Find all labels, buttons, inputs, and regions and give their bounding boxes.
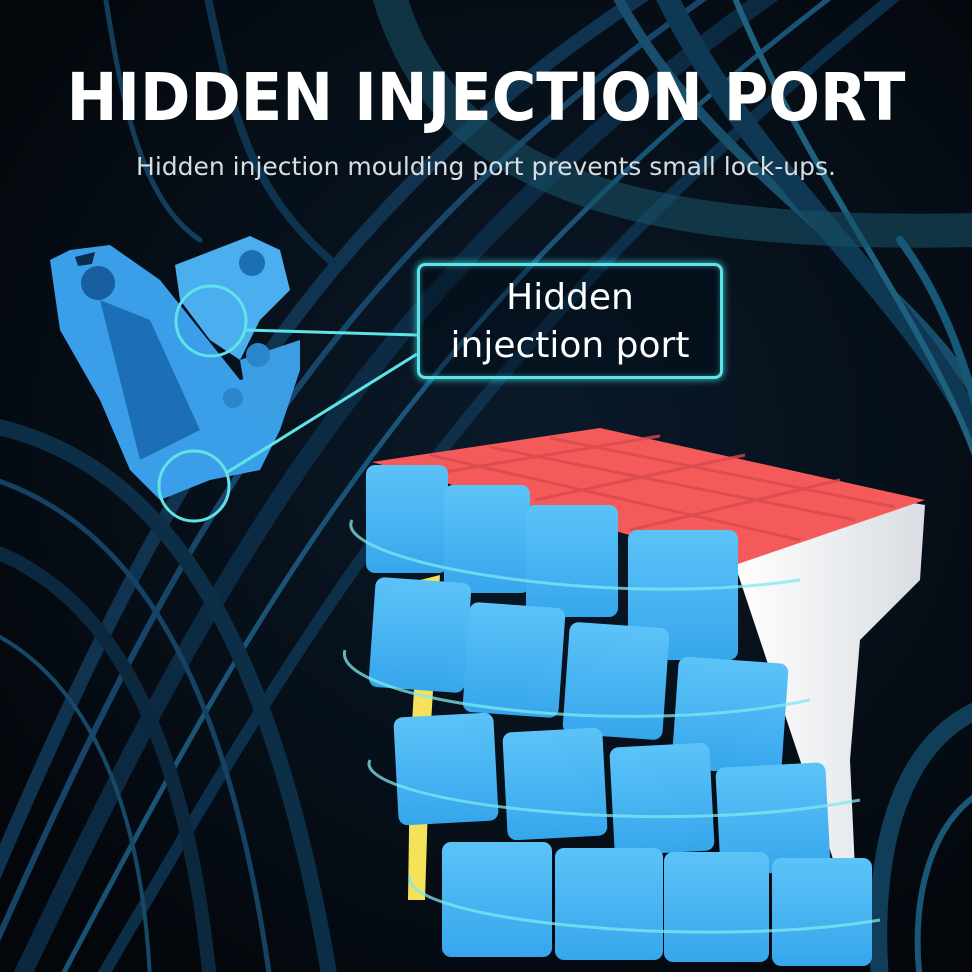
- callout-box: Hidden injection port: [417, 263, 723, 379]
- cube-front-face: [366, 465, 872, 966]
- page-subtitle: Hidden injection moulding port prevents …: [136, 152, 836, 181]
- callout-line-1: Hidden: [506, 277, 634, 318]
- callout-line-2: injection port: [450, 325, 690, 366]
- cube-piece-icon: [50, 236, 300, 500]
- page-title: HIDDEN INJECTION PORT: [66, 59, 906, 136]
- cube-top-face: [372, 428, 925, 565]
- callout-label: Hidden injection port: [420, 274, 720, 370]
